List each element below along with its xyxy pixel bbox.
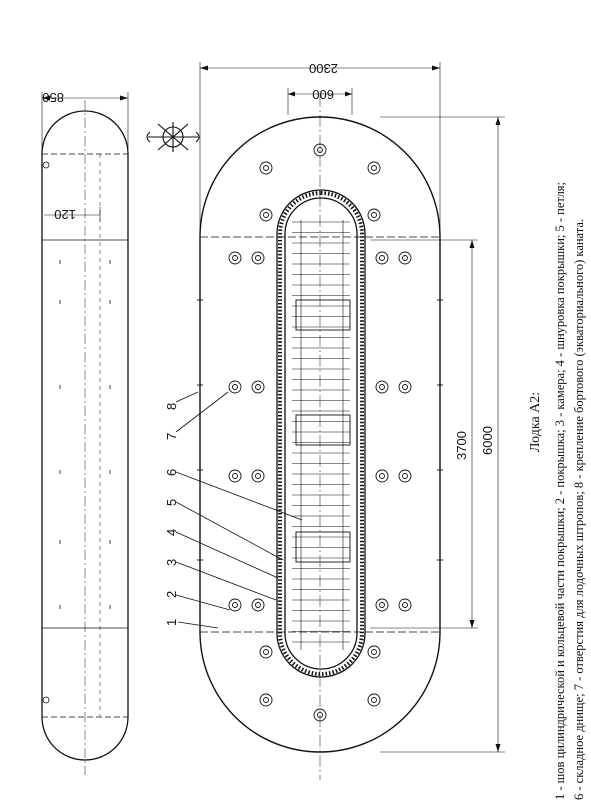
sling-hole [375, 251, 389, 265]
sling-hole-inner [402, 384, 408, 390]
callout-8: 8 [164, 403, 179, 410]
sling-hole-inner [379, 384, 385, 390]
callout-6: 6 [164, 469, 179, 476]
sling-hole [375, 380, 389, 394]
sling-hole-inner [379, 473, 385, 479]
sling-hole-inner [255, 602, 261, 608]
sling-hole [367, 161, 381, 175]
callout-1: 1 [164, 619, 179, 626]
dimension-3700: 3700 [454, 431, 469, 460]
sling-hole-inner [232, 255, 238, 261]
sling-hole [228, 251, 242, 265]
sling-hole-inner [379, 255, 385, 261]
callout-7: 7 [164, 433, 179, 440]
sling-hole-inner [402, 255, 408, 261]
sling-hole [259, 161, 273, 175]
sling-hole-inner [255, 384, 261, 390]
sling-hole-inner [371, 649, 377, 655]
sling-hole-inner [379, 602, 385, 608]
sling-hole [259, 208, 273, 222]
sling-hole-inner [255, 255, 261, 261]
caption-line-1: 1 - шов цилиндрической и кольцевой части… [553, 181, 567, 800]
sling-hole-inner [402, 602, 408, 608]
sling-hole-inner [317, 712, 323, 718]
caption-title: Лодка А2: [528, 391, 543, 452]
sling-hole [251, 380, 265, 394]
sling-hole-inner [232, 602, 238, 608]
sling-hole-inner [371, 165, 377, 171]
sling-hole [313, 143, 327, 157]
sling-hole-inner [402, 473, 408, 479]
side-view [41, 92, 129, 775]
sling-hole-inner [263, 165, 269, 171]
callout-4: 4 [164, 529, 179, 536]
dimension-120: 120 [54, 207, 76, 222]
sling-hole [375, 598, 389, 612]
dimension-6000: 6000 [480, 426, 495, 455]
sling-hole-inner [232, 473, 238, 479]
sling-hole-inner [263, 697, 269, 703]
sling-hole-inner [232, 384, 238, 390]
anchor-emblem-icon [146, 122, 200, 152]
dimension-600: 600 [312, 87, 334, 102]
sling-hole [259, 645, 273, 659]
sling-hole [228, 598, 242, 612]
sling-hole-inner [317, 147, 323, 153]
sling-hole [398, 469, 412, 483]
sling-hole-inner [371, 697, 377, 703]
sling-hole-inner [371, 212, 377, 218]
sling-hole [228, 469, 242, 483]
sling-hole [251, 598, 265, 612]
sling-hole [259, 693, 273, 707]
sling-hole [398, 251, 412, 265]
sling-hole-inner [255, 473, 261, 479]
sling-hole [313, 708, 327, 722]
sling-hole [398, 380, 412, 394]
sling-hole [251, 251, 265, 265]
sling-hole-inner [263, 212, 269, 218]
sling-hole [251, 469, 265, 483]
dimension-850: 850 [42, 90, 64, 105]
sling-hole-inner [263, 649, 269, 655]
top-view [175, 62, 505, 780]
sling-hole [228, 380, 242, 394]
sling-hole [398, 598, 412, 612]
callout-3: 3 [164, 559, 179, 566]
sling-hole [367, 208, 381, 222]
sling-hole [367, 645, 381, 659]
caption-line-2: 6 - складное днище; 7 - отверстия для ло… [572, 218, 586, 800]
dimension-2300: 2300 [309, 61, 338, 76]
sling-hole [367, 693, 381, 707]
sling-hole [375, 469, 389, 483]
callout-5: 5 [164, 499, 179, 506]
callout-2: 2 [164, 591, 179, 598]
